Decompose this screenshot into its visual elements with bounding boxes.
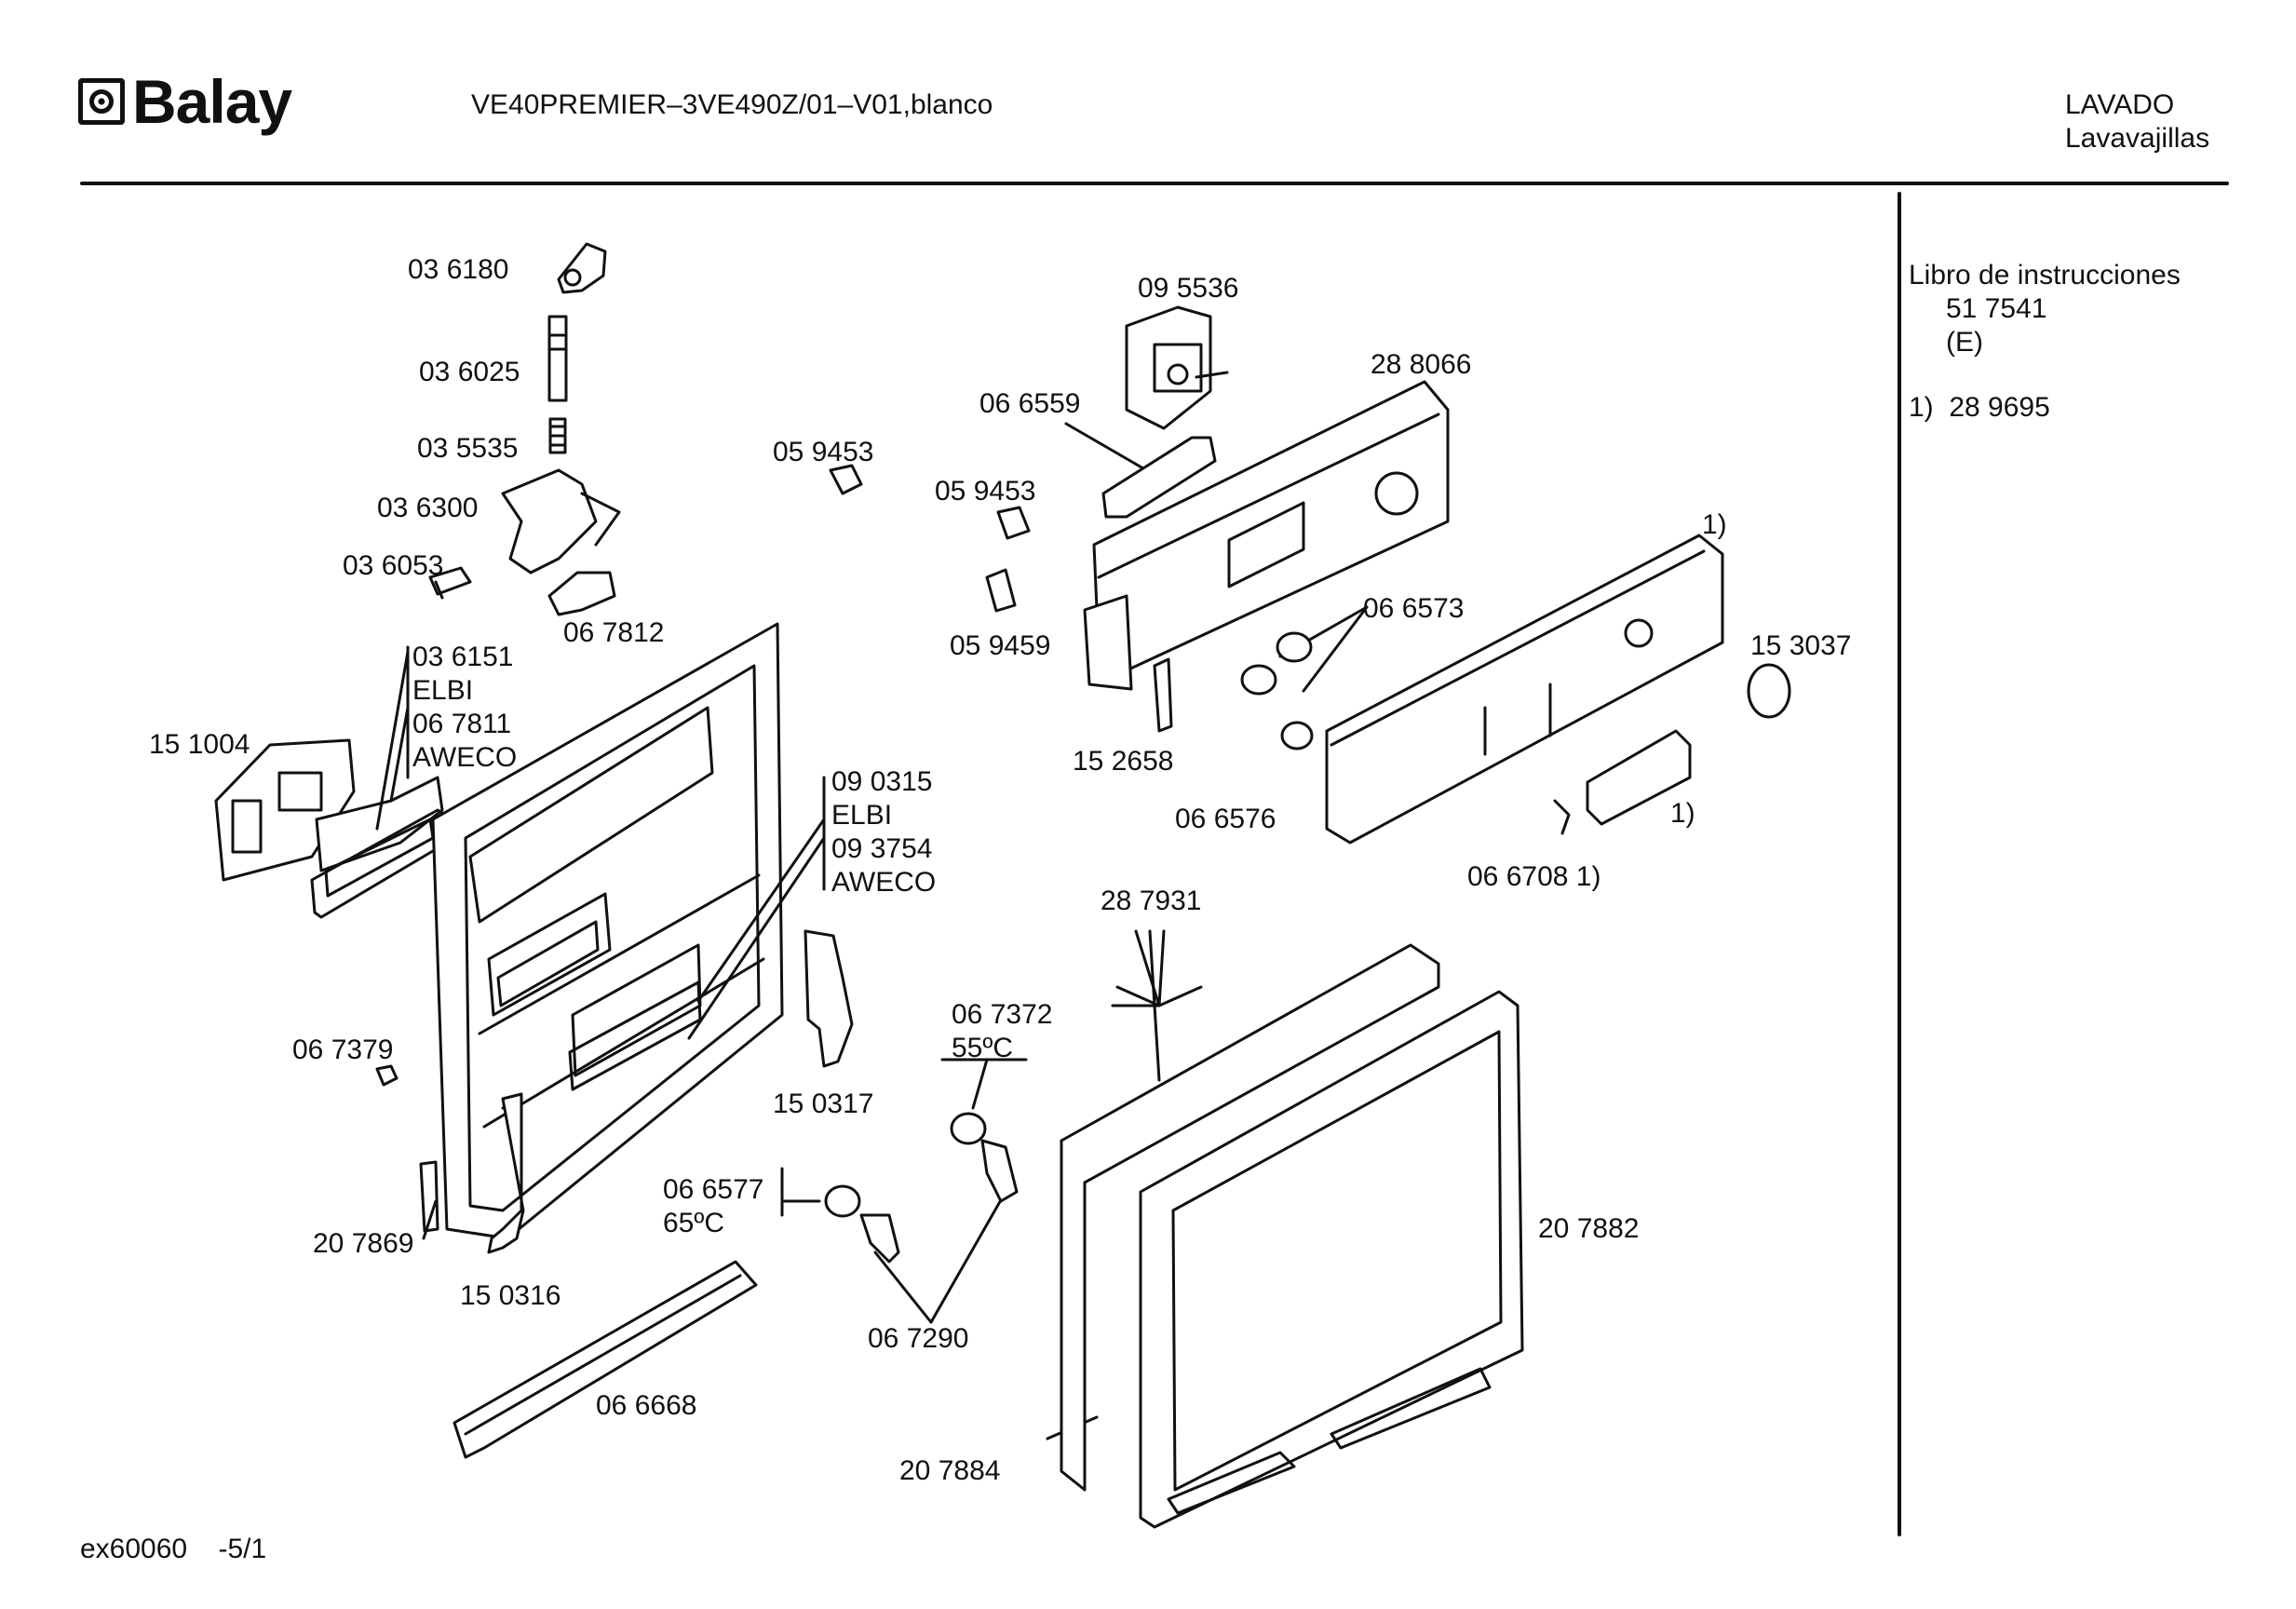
part-label: 06 7379: [292, 1034, 394, 1065]
thermostats: [824, 1112, 1019, 1264]
part-label: 15 0316: [460, 1280, 561, 1311]
door-handle: [1553, 729, 1692, 835]
front-control-panel: [1325, 534, 1724, 845]
part-label: 06 6576: [1175, 804, 1276, 834]
footnote-marker: 1): [1670, 798, 1695, 829]
part-label: 03 6053: [343, 550, 444, 581]
part-label: 20 7869: [313, 1228, 414, 1259]
part-label: 06 6668: [596, 1390, 697, 1421]
brand-logo: Balay: [78, 67, 292, 136]
footnote-marker: 1): [1702, 509, 1727, 540]
supplier-label: ELBI: [412, 675, 474, 706]
part-label: 03 6180: [408, 254, 509, 285]
brand-name: Balay: [132, 67, 292, 136]
manual-title: Libro de instrucciones: [1909, 260, 2181, 291]
part-label: 06 7372: [952, 999, 1053, 1030]
supplier-label: ELBI: [831, 800, 893, 831]
part-label: 09 0315: [831, 766, 933, 797]
cable-harness: [1111, 929, 1203, 1082]
program-timer: [1101, 305, 1229, 519]
latch-assembly: [428, 242, 621, 616]
supplier-label: AWECO: [831, 867, 937, 898]
inner-door-panel: [419, 622, 784, 1240]
supplier-label: AWECO: [412, 742, 518, 773]
part-label: 05 9459: [950, 630, 1051, 661]
part-label: 06 7812: [563, 617, 665, 648]
control-panel: [1083, 380, 1450, 733]
part-label: 05 9453: [773, 437, 874, 467]
part-label: 05 9453: [935, 476, 1036, 507]
part-label: 20 7882: [1538, 1213, 1640, 1244]
hinge-bracket-right: [804, 929, 854, 1068]
manual-language: (E): [1946, 327, 1983, 358]
footnote-1: 1) 28 9695: [1909, 392, 2050, 423]
plug-part: [375, 1064, 398, 1087]
part-label: 06 7290: [868, 1323, 969, 1354]
category-sublabel: Lavavajillas: [2065, 123, 2210, 154]
outer-frame: [1060, 943, 1440, 1492]
inner-frame: [1139, 990, 1524, 1529]
diagram-code: ex60060 -5/1: [80, 1534, 267, 1564]
temperature-label: 55ºC: [952, 1033, 1013, 1063]
part-label: 06 6577: [663, 1174, 764, 1205]
part-label: 03 5535: [417, 433, 519, 464]
part-label: 09 5536: [1138, 273, 1239, 304]
part-label: 28 7931: [1101, 886, 1202, 916]
part-label: 03 6300: [377, 493, 479, 523]
part-label: 03 6025: [419, 357, 520, 387]
part-label: 06 6708 1): [1467, 861, 1601, 892]
part-label: 06 7811: [412, 709, 512, 739]
part-label: 28 8066: [1371, 349, 1472, 380]
brand-mark-icon: [78, 78, 125, 125]
part-label: 15 1004: [149, 729, 250, 760]
hinge-bracket-left: [487, 1092, 525, 1254]
knobs: [1240, 631, 1791, 750]
manual-number: 51 7541: [1946, 293, 2047, 324]
part-label: 09 3754: [831, 833, 933, 864]
part-label: 20 7884: [899, 1455, 1001, 1486]
part-label: 15 0317: [773, 1088, 874, 1119]
part-label: 15 2658: [1073, 746, 1174, 777]
model-title: VE40PREMIER–3VE490Z/01–V01,blanco: [471, 89, 993, 120]
part-label: 15 3037: [1750, 630, 1852, 661]
part-label: 06 6573: [1363, 593, 1465, 624]
part-label: 06 6559: [979, 388, 1081, 419]
temperature-label: 65ºC: [663, 1208, 724, 1238]
part-label: 03 6151: [412, 642, 514, 672]
category-label: LAVADO: [2065, 89, 2175, 120]
switches: [829, 464, 1031, 613]
